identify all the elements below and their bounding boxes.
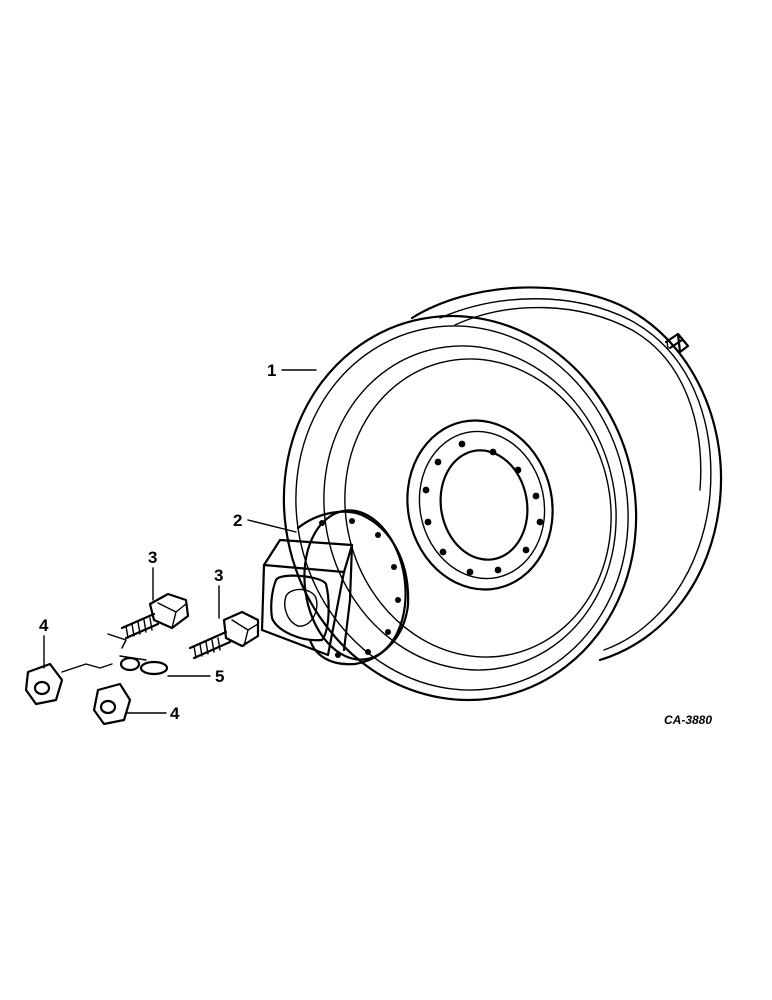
- lock-wire: [61, 633, 169, 676]
- wheel-rear-flange-outer: [410, 286, 723, 662]
- hub-bore: [270, 574, 330, 642]
- callout-3-upper: 3: [148, 548, 157, 567]
- leader-lines: [43, 369, 317, 714]
- bolt-lower: [188, 610, 260, 660]
- callout-1: 1: [267, 361, 276, 380]
- figure-code: CA-3880: [664, 713, 712, 727]
- hub: [260, 509, 410, 666]
- wheel: [282, 286, 723, 702]
- wheel-bolt-holes: [422, 440, 544, 576]
- nut-lower: [92, 682, 132, 726]
- callout-2: 2: [233, 511, 242, 530]
- wheel-rear-flange-inner: [439, 298, 712, 651]
- nut-upper: [24, 662, 64, 706]
- callout-4-upper: 4: [39, 616, 49, 635]
- callout-5: 5: [215, 667, 224, 686]
- callout-4-lower: 4: [170, 704, 180, 723]
- wheel-hub-boss: [406, 419, 554, 591]
- hub-flange: [296, 510, 410, 666]
- callout-3-lower: 3: [214, 566, 223, 585]
- bolt-upper: [120, 592, 190, 640]
- wheel-center-bore: [439, 449, 529, 561]
- wheel-bolt-small: [664, 332, 690, 354]
- wheel-front-flange: [282, 314, 638, 702]
